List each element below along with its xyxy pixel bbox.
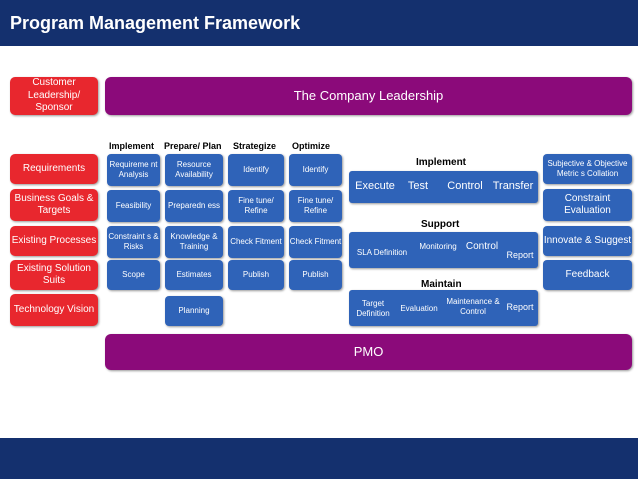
ops-implement-item: Test [407,180,429,193]
ops-maintain-item: Report [506,301,534,312]
output-innovate-suggest: Innovate & Suggest [543,226,632,256]
ops-maintain-item: Target Definition [356,299,390,318]
ops-support-item: Control [465,241,499,252]
grid-strategize-3: Check Fitment [228,226,284,258]
phase-prepare-heading: Prepare/ Plan [164,141,222,151]
ops-implement-item: Control [447,180,483,193]
phase-optimize-heading: Optimize [292,141,331,151]
ops-maintain-title: Maintain [421,279,462,290]
ops-implement-item: Execute [355,180,395,193]
phase-implement-heading: Implement [109,141,155,151]
ops-implement-item: Transfer [492,180,534,193]
phase-strategize-heading: Strategize [233,141,277,151]
output-metrics-collation: Subjective & Objective Metric s Collatio… [543,154,632,184]
grid-optimize-3: Check Fitment [289,226,342,258]
grid-strategize-4: Publish [228,260,284,290]
ops-implement-title: Implement [416,157,467,168]
input-business-goals: Business Goals & Targets [10,189,98,221]
grid-optimize-4: Publish [289,260,342,290]
pmo-banner: PMO [105,334,632,370]
ops-maintain-panel: Target Definition Evaluation Maintenance… [349,290,538,326]
page-title-bar: Program Management Framework [0,0,638,46]
grid-strategize-1: Identify [228,154,284,186]
ops-support-panel: SLA Definition Monitoring Control Report [349,232,538,268]
page-title: Program Management Framework [10,13,301,33]
output-feedback: Feedback [543,260,632,290]
ops-maintain-item: Evaluation [400,304,438,314]
grid-optimize-1: Identify [289,154,342,186]
grid-implement-4: Scope [107,260,160,290]
ops-maintain-item: Maintenance & Control [446,297,500,316]
grid-implement-1: Requireme nt Analysis [107,154,160,186]
ops-support-item: SLA Definition [356,248,408,258]
footer-bar [0,438,638,479]
ops-support-item: Report [506,249,534,260]
ops-implement-panel: Execute Test Control Transfer [349,171,538,203]
input-technology-vision: Technology Vision [10,294,98,326]
grid-implement-3: Constraint s & Risks [107,226,160,258]
ops-support-title: Support [421,219,460,230]
grid-prepare-4: Estimates [165,260,223,290]
ops-support-item: Monitoring [419,242,457,252]
grid-prepare-1: Resource Availability [165,154,223,186]
input-existing-processes: Existing Processes [10,226,98,256]
grid-optimize-2: Fine tune/ Refine [289,190,342,222]
leadership-banner: The Company Leadership [105,77,632,115]
grid-implement-2: Feasibility [107,190,160,222]
grid-prepare-2: Preparedn ess [165,190,223,222]
sponsor-box: Customer Leadership/ Sponsor [10,77,98,115]
input-requirements: Requirements [10,154,98,184]
grid-prepare-3: Knowledge & Training [165,226,223,258]
grid-strategize-2: Fine tune/ Refine [228,190,284,222]
input-existing-solution-suits: Existing Solution Suits [10,260,98,290]
output-constraint-evaluation: Constraint Evaluation [543,189,632,221]
grid-prepare-5: Planning [165,296,223,326]
